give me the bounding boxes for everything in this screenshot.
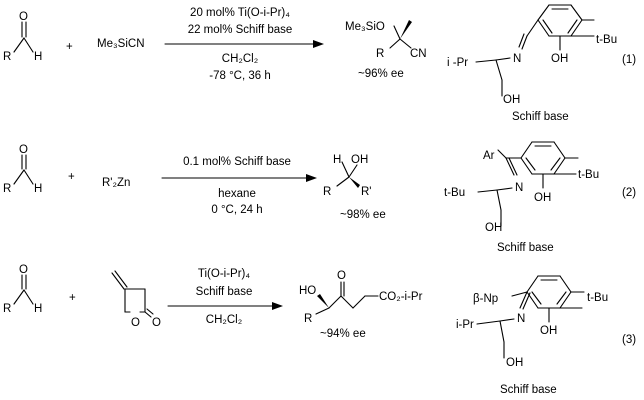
- ligand-3-tbu: t-Bu: [587, 292, 608, 304]
- plus-sign-3: +: [69, 292, 76, 304]
- condition-2-solvent: hexane: [218, 188, 256, 200]
- product-1-r: R: [376, 48, 384, 60]
- aldehyde-2-h: H: [34, 183, 42, 195]
- product-2-r: R: [323, 186, 331, 198]
- plus-sign-1: +: [66, 41, 73, 53]
- ligand-2-ar: Ar: [483, 150, 495, 162]
- reaction-3: O R H + O O Ti(O-i-Pr)₄ Schiff base CH₂C…: [3, 264, 636, 396]
- ligand-1-oh: OH: [551, 53, 568, 65]
- diketene: O O: [111, 270, 161, 329]
- plus-sign-2: +: [68, 171, 75, 183]
- product-3-r: R: [304, 313, 312, 325]
- condition-3-solvent: CH₂Cl₂: [206, 314, 242, 326]
- product-3-ee: ~94% ee: [320, 328, 366, 340]
- schiff-base-ligand-2: t-Bu OH Ar N t-Bu OH Schiff base: [444, 141, 599, 254]
- product-2-oh: OH: [351, 154, 368, 166]
- schiff-base-ligand-1: t-Bu OH N i -Pr OH Schiff base: [447, 4, 617, 123]
- diketene-carbonyl-oxygen: O: [152, 317, 161, 329]
- ligand-3-caption: Schiff base: [500, 384, 557, 396]
- ligand-2-tbu: t-Bu: [578, 169, 599, 181]
- aldehyde-2-oxygen: O: [19, 144, 28, 156]
- aldehyde-1-r: R: [3, 51, 11, 63]
- condition-1-ligand: 22 mol% Schiff base: [188, 24, 293, 36]
- arrow-head-1: [313, 40, 324, 48]
- reaction-1: O R H + Me₃SiCN 20 mol% Ti(O-i-Pr)₄ 22 m…: [3, 4, 636, 123]
- ligand-1-oh2: OH: [503, 94, 520, 106]
- ligand-1-n: N: [513, 53, 521, 65]
- condition-3-ligand: Schiff base: [196, 286, 253, 298]
- ligand-1-tbu: t-Bu: [596, 34, 617, 46]
- equation-number-2: (2): [622, 187, 636, 199]
- ligand-3-n: N: [517, 313, 525, 325]
- product-3-ester: CO₂-i-Pr: [379, 291, 423, 303]
- ligand-2-caption: Schiff base: [497, 242, 554, 254]
- equation-number-1: (1): [622, 54, 636, 66]
- ligand-2-oh2: OH: [485, 222, 502, 234]
- ligand-3-oh2: OH: [506, 357, 523, 369]
- ligand-2-oh: OH: [534, 192, 551, 204]
- aldehyde-3-oxygen: O: [19, 264, 28, 276]
- reaction-2: O R H + R'₂Zn 0.1 mol% Schiff base hexan…: [3, 141, 636, 254]
- condition-1-solvent: CH₂Cl₂: [222, 53, 258, 65]
- condition-2-ligand: 0.1 mol% Schiff base: [183, 156, 291, 168]
- product-1-cn: CN: [410, 48, 427, 60]
- schiff-base-ligand-3: t-Bu OH β-Np N i-Pr OH Schiff base: [456, 275, 608, 396]
- ligand-2-tbu-left: t-Bu: [444, 187, 465, 199]
- ligand-1-ipr: i -Pr: [447, 57, 468, 69]
- condition-2-temp-time: 0 °C, 24 h: [211, 204, 262, 216]
- arrow-head-3: [272, 302, 283, 310]
- diketene-ring-oxygen: O: [131, 317, 140, 329]
- aldehyde-3-h: H: [34, 303, 42, 315]
- condition-3-catalyst: Ti(O-i-Pr)₄: [198, 268, 250, 280]
- aldehyde-2-r: R: [3, 183, 11, 195]
- condition-1-catalyst: 20 mol% Ti(O-i-Pr)₄: [190, 7, 290, 19]
- aldehyde-2: O R H: [3, 144, 42, 195]
- product-3-ho: HO: [299, 285, 316, 297]
- product-1: Me₃SiO R CN ~96% ee: [345, 20, 427, 80]
- ligand-3-ipr: i-Pr: [456, 319, 474, 331]
- ligand-2-n: N: [515, 182, 523, 194]
- product-2-h: H: [333, 154, 341, 166]
- product-3-ketone-oxygen: O: [337, 270, 346, 282]
- aldehyde-3: O R H: [3, 264, 42, 315]
- ligand-3-np: β-Np: [473, 293, 498, 305]
- product-2-rprime: R': [361, 186, 372, 198]
- equation-number-3: (3): [622, 334, 636, 346]
- ligand-1-caption: Schiff base: [512, 111, 569, 123]
- arrow-head-2: [306, 174, 317, 182]
- product-3: HO R O CO₂-i-Pr ~94% ee: [299, 270, 423, 340]
- ligand-3-oh: OH: [540, 325, 557, 337]
- aldehyde-1-h: H: [34, 51, 42, 63]
- reagent-1: Me₃SiCN: [97, 38, 145, 50]
- aldehyde-1-oxygen: O: [19, 11, 28, 23]
- product-1-otms: Me₃SiO: [345, 21, 385, 33]
- product-2: H OH R R' ~98% ee: [323, 154, 386, 221]
- product-1-ee: ~96% ee: [358, 68, 404, 80]
- product-2-ee: ~98% ee: [340, 209, 386, 221]
- reagent-2: R'₂Zn: [102, 177, 130, 189]
- aldehyde-1: O R H: [3, 11, 42, 63]
- aldehyde-3-r: R: [3, 303, 11, 315]
- condition-1-temp-time: -78 °C, 36 h: [209, 70, 271, 82]
